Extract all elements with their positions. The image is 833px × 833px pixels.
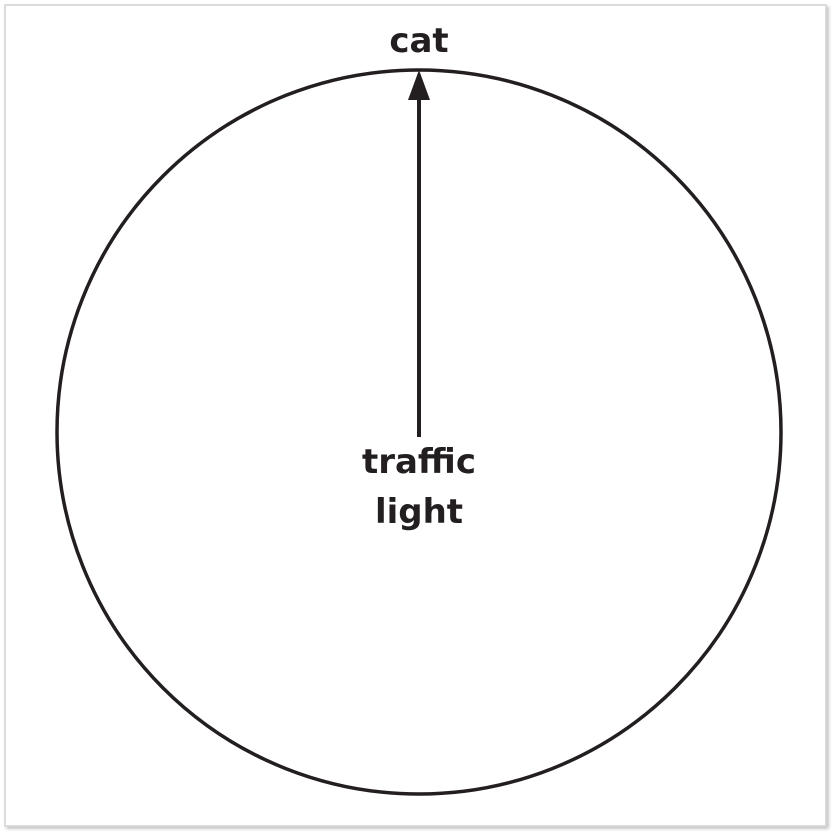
top-label: cat	[389, 21, 448, 61]
center-label-line2: light	[375, 492, 463, 532]
arrow-head-icon	[408, 70, 430, 100]
center-label-line1: traffic	[362, 442, 476, 482]
frame-border	[4, 4, 827, 827]
